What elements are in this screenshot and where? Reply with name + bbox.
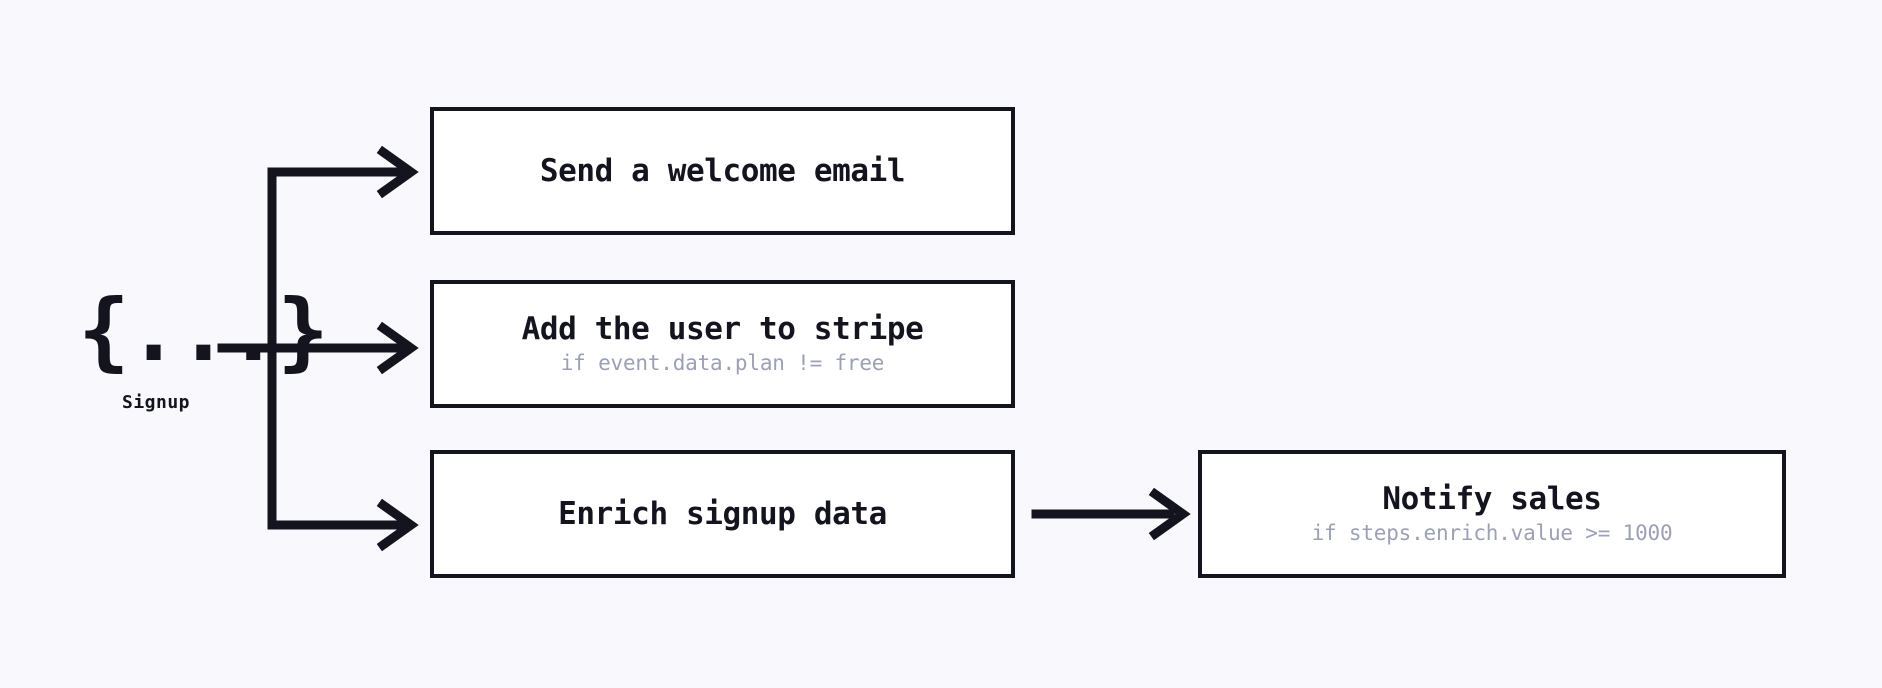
- step-title: Send a welcome email: [539, 152, 906, 189]
- arrowhead-step-1: [376, 145, 419, 199]
- step-box-enrich-signup-data[interactable]: Enrich signup data: [430, 450, 1015, 578]
- trigger-node[interactable]: {...} Signup: [78, 281, 329, 413]
- step-condition: if event.data.plan != free: [560, 351, 885, 376]
- step-title: Notify sales: [1382, 480, 1602, 517]
- arrowhead-step-2: [376, 321, 419, 375]
- step-box-notify-sales[interactable]: Notify sales if steps.enrich.value >= 10…: [1198, 450, 1786, 578]
- arrowhead-step-4: [1148, 487, 1191, 541]
- curly-braces-ellipsis-icon: {...}: [78, 281, 329, 381]
- step-box-add-user-to-stripe[interactable]: Add the user to stripe if event.data.pla…: [430, 280, 1015, 408]
- arrowhead-step-3: [376, 498, 419, 552]
- step-condition: if steps.enrich.value >= 1000: [1311, 521, 1673, 546]
- step-title: Add the user to stripe: [521, 310, 924, 347]
- trigger-label: Signup: [121, 392, 191, 413]
- step-box-send-welcome-email[interactable]: Send a welcome email: [430, 107, 1015, 235]
- step-title: Enrich signup data: [558, 495, 887, 532]
